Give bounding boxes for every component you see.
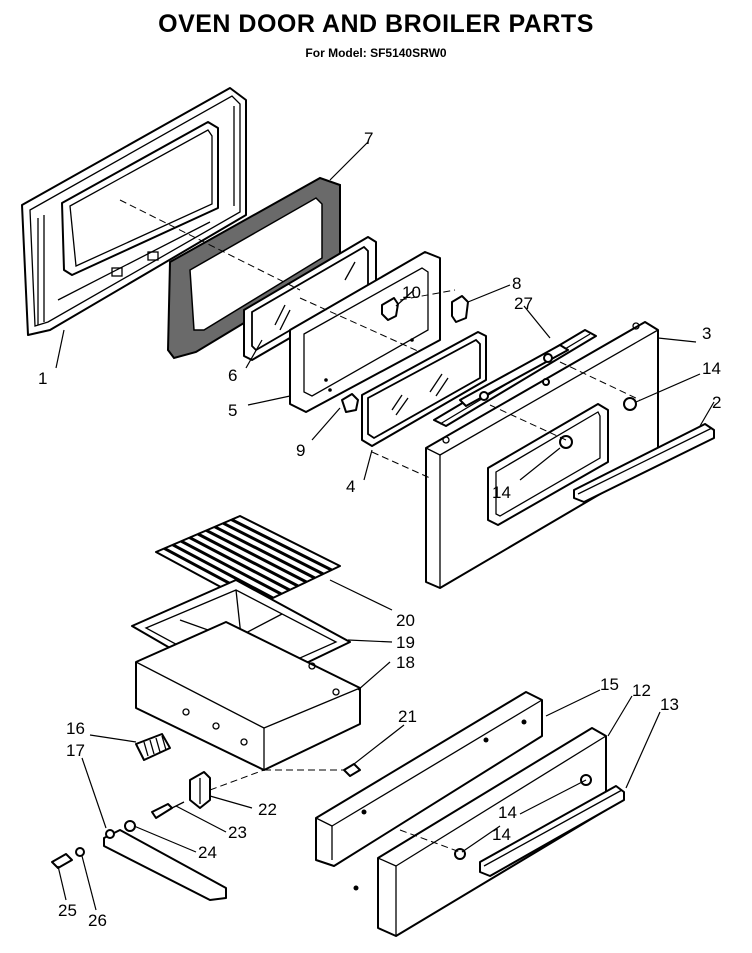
callout-22: 26 [88,911,107,930]
part-18-broiler-body [135,621,361,771]
part-13-drawer-trim [479,785,625,877]
callout-10: 10 [402,283,421,302]
callout-20: 20 [396,611,415,630]
callout-25: 21 [398,707,417,726]
callout-19: 19 [396,633,415,652]
part-16-spring [135,733,171,761]
grid-rib [230,518,333,572]
part-9-clip [341,393,359,413]
callout-18: 18 [396,653,415,672]
callout-14-b: 14 [492,483,511,502]
part-14-screw-a [623,397,637,411]
callout-26: 23 [228,823,247,842]
part-21-bracket [189,771,211,809]
part-26-screw [151,801,185,819]
callout-6: 6 [228,366,237,385]
callout-4: 4 [346,477,355,496]
grid-rib [172,543,274,600]
callout-5: 5 [228,401,237,420]
part-5-glass-frame [289,251,441,413]
grid-rib [205,529,308,584]
part-15-drawer-inner-panel [315,691,543,891]
leader-lines [55,141,715,911]
callout-14-a: 14 [702,359,721,378]
callout-3: 3 [702,324,711,343]
door-alignment-lines [119,199,641,479]
part-2-door-handle [573,423,715,503]
broiler-alignment-lines [209,769,461,853]
grid-rib [214,525,316,580]
grid-rib [222,521,324,576]
callout-14-d: 14 [492,825,511,844]
part-25-clip [343,763,361,777]
grid-rib [180,539,282,596]
part-8-hinge-bracket [451,295,469,323]
callout-14-c: 14 [498,803,517,822]
callout-21: 22 [258,800,277,819]
part-24-slide-rail [103,820,227,901]
part-10-clip [381,297,399,321]
callout-12: 12 [632,681,651,700]
callout-15: 15 [600,675,619,694]
callout-1: 1 [38,369,47,388]
model-subtitle: For Model: SF5140SRW0 [305,46,447,60]
callout-2: 2 [712,393,721,412]
part-27-door-trim [433,329,597,427]
callout-16: 16 [66,719,85,738]
callout-7: 7 [364,129,373,148]
callout-23: 25 [58,901,77,920]
part-4-outer-glass [361,331,487,447]
callout-17: 17 [66,741,85,760]
callout-13: 13 [660,695,679,714]
callout-8: 8 [512,274,521,293]
callout-27: 27 [514,294,533,313]
callout-labels: 7 1 6 5 9 4 10 8 27 3 14 2 14 20 19 18 1… [38,129,721,930]
callout-24: 24 [198,843,217,862]
page-title: OVEN DOOR AND BROILER PARTS [158,10,594,38]
callout-9: 9 [296,441,305,460]
grid-rib [197,532,299,588]
part-1-inner-door-liner [21,87,247,336]
parts-22-23-screws [51,847,85,869]
grid-rib [188,536,291,592]
part-3-outer-door [425,321,659,589]
